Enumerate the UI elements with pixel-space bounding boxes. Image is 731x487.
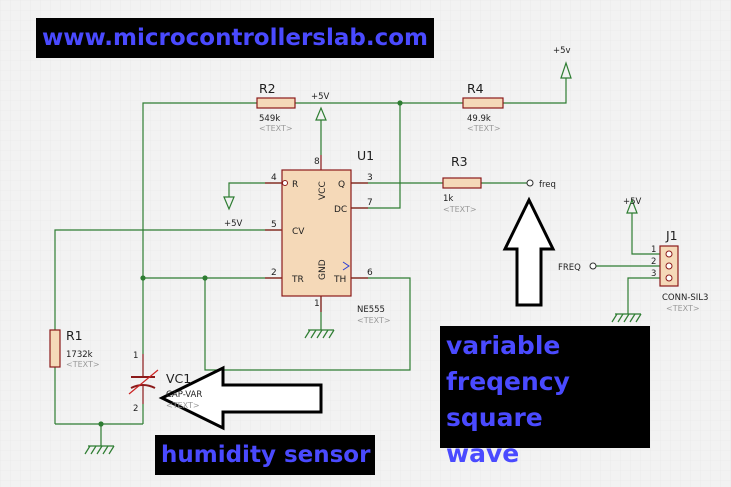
ic-ne555-body: [281, 169, 352, 297]
freq-input-terminal: [589, 262, 597, 270]
ic-pin-num-1: 1: [314, 299, 320, 309]
output-wave-line-3: wave: [446, 439, 520, 468]
plus5v-label-j1: +5V: [623, 197, 642, 207]
ic-pin-name-tr: TR: [291, 275, 304, 285]
ic-pin-num-3: 3: [367, 173, 373, 183]
u1-ref: U1: [357, 148, 374, 163]
junctions: [98, 100, 403, 427]
junction-r2-r4: [397, 100, 403, 106]
reset-bubble: [282, 180, 288, 186]
wire-r2-left-rail: [142, 102, 257, 278]
plus5v-label-cv: +5V: [224, 219, 243, 229]
wire-j1-pin1: [631, 213, 660, 255]
output-wave-banner: variable freqency square wave: [440, 326, 650, 468]
resistor-r3: [442, 177, 482, 189]
u1-placeholder: <TEXT>: [357, 316, 391, 325]
vc1-value: CAP-VAR: [166, 390, 202, 400]
ic-pin-num-2: 2: [271, 268, 277, 278]
j1-part: CONN-SIL3: [662, 293, 708, 303]
ground-left: [84, 445, 115, 455]
j1-pin-num-2: 2: [651, 257, 656, 267]
ic-pin-num-8: 8: [314, 157, 320, 167]
cap-pin-num-1: 1: [133, 351, 138, 361]
vc1-placeholder: <TEXT>: [166, 401, 200, 410]
j1-ref: J1: [665, 228, 678, 243]
plus5v-label-r4: +5v: [553, 46, 571, 56]
components: [49, 97, 679, 404]
j1-pin-3: [665, 274, 673, 282]
output-wave-line-1: variable: [446, 331, 561, 360]
up-arrow-icon: [502, 196, 556, 307]
plus5v-arrow-vcc: [315, 106, 327, 121]
ground-j1: [611, 313, 642, 323]
r1-placeholder: <TEXT>: [66, 360, 100, 369]
freq-out-label: freq: [539, 180, 556, 190]
wire-j1-pin3: [627, 277, 660, 314]
ic-pin-num-7: 7: [367, 198, 373, 208]
freq-terminal: [526, 179, 534, 187]
wire-reset: [228, 182, 282, 197]
th-marker: [342, 261, 350, 271]
r3-ref: R3: [451, 154, 468, 169]
plus5v-arrow-j1: [626, 198, 638, 214]
u1-part: NE555: [357, 305, 385, 315]
r4-placeholder: <TEXT>: [467, 124, 501, 133]
ground-ic: [304, 329, 335, 339]
r1-value: 1732k: [66, 350, 93, 360]
r2-value: 549k: [259, 114, 280, 124]
r2-placeholder: <TEXT>: [259, 124, 293, 133]
resistor-r4: [462, 97, 504, 109]
j1-pin-num-1: 1: [651, 245, 656, 255]
connector-pins: [665, 250, 673, 282]
r2-ref: R2: [259, 81, 276, 96]
cap-plate-bottom: [130, 384, 156, 389]
resistor-r1: [49, 329, 61, 368]
junction-gnd: [98, 421, 104, 427]
cap-pin-num-2: 2: [133, 404, 138, 414]
resistor-r2: [256, 97, 296, 109]
ic-pin-name-r: R: [292, 180, 298, 190]
gnd-arrow-reset: [223, 196, 235, 211]
humidity-sensor-banner: humidity sensor: [155, 435, 375, 475]
j1-placeholder: <TEXT>: [666, 304, 700, 313]
junction-tr-loop: [202, 275, 208, 281]
ic-pin-name-dc: DC: [334, 205, 347, 215]
r4-ref: R4: [467, 81, 484, 96]
cap-variable-arrow: [128, 369, 159, 395]
left-arrow-icon: [158, 365, 323, 431]
r4-value: 49.9k: [467, 114, 491, 124]
ic-pin-num-6: 6: [367, 268, 373, 278]
ic-pin-name-vcc: VCC: [318, 181, 328, 200]
ic-pin-name-gnd: GND: [318, 259, 328, 280]
ic-pin-name-cv: CV: [292, 227, 305, 237]
j1-pin-num-3: 3: [651, 269, 656, 279]
r1-ref: R1: [66, 328, 83, 343]
plus5v-label-vcc: +5V: [311, 92, 330, 102]
freq-in-label: FREQ: [558, 263, 581, 273]
website-banner: www.microcontrollerslab.com: [36, 18, 434, 58]
junction-tr-left: [140, 275, 146, 281]
output-wave-line-2: freqency square: [446, 367, 570, 432]
wire-th-loop: [204, 277, 411, 371]
ic-pin-num-4: 4: [271, 173, 277, 183]
ic-pin-name-th: TH: [333, 275, 346, 285]
ground-symbols: [84, 313, 642, 455]
plus5v-arrow-r4: [560, 61, 572, 79]
j1-pin-1: [665, 250, 673, 258]
j1-pin-2: [665, 262, 673, 270]
ic-pin-num-5: 5: [271, 220, 277, 230]
vc1-ref: VC1: [166, 371, 191, 386]
r3-placeholder: <TEXT>: [443, 205, 477, 214]
power-symbols: [223, 61, 638, 214]
r3-value: 1k: [443, 194, 453, 204]
wire-r4-plus5v: [503, 78, 567, 104]
wire-cv: [54, 229, 281, 330]
ic-pin-name-q: Q: [338, 180, 345, 190]
